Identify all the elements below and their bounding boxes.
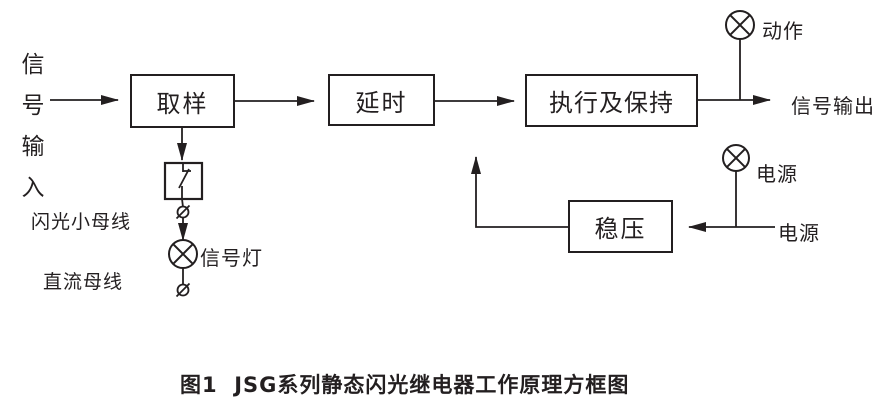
power-input-label: 电源 [778, 221, 820, 245]
flash-bus-label: 闪光小母线 [31, 211, 132, 233]
dc-bus-label: 直流母线 [43, 271, 124, 293]
arrow-regulator-feedback [471, 156, 568, 228]
block-sampling: 取样 [130, 74, 235, 128]
signal-input-label: 信号输入 [17, 52, 43, 216]
signal-output-label: 信号输出 [791, 94, 875, 118]
contact-switch-icon [163, 161, 204, 208]
signal-lamp-icon [168, 239, 198, 285]
terminal-icon-flash-bus [175, 204, 191, 220]
signal-lamp-label: 信号灯 [200, 246, 263, 270]
power-lamp-icon [722, 144, 750, 172]
action-lamp-label: 动作 [762, 19, 804, 43]
block-regulator: 稳压 [568, 200, 673, 253]
figure-caption: 图1 JSG系列静态闪光继电器工作原理方框图 [180, 373, 630, 397]
block-execute-hold: 执行及保持 [525, 74, 698, 127]
block-delay: 延时 [328, 74, 435, 126]
terminal-icon-dc-bus [175, 282, 191, 298]
power-lamp-label: 电源 [756, 162, 798, 186]
action-lamp-icon [725, 10, 755, 40]
